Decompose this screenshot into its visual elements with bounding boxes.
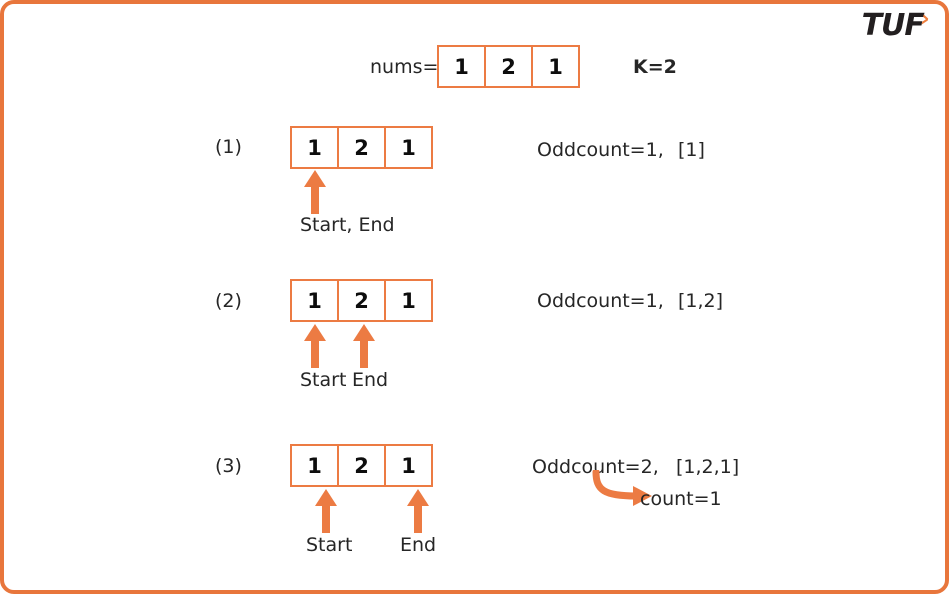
- logo-chevron-icon: ›: [920, 7, 930, 32]
- nums-cell-1: 2: [484, 45, 533, 88]
- arrow-head: [315, 489, 337, 506]
- step-3-pointer-label-1: End: [400, 534, 437, 556]
- step-3-start-arrow-icon: [315, 489, 337, 533]
- step-2-end-arrow-icon: [353, 324, 375, 368]
- step-3-index: (3): [215, 455, 242, 477]
- step-2-pointer-label-0: Start: [300, 369, 347, 391]
- step-3-oddcount: Oddcount=2,: [532, 456, 659, 478]
- step-3-cell-0: 1: [290, 444, 339, 487]
- nums-array: 1 2 1: [437, 45, 580, 88]
- arrow-shaft: [414, 504, 422, 533]
- step-1-index: (1): [215, 136, 242, 158]
- step-1-cell-1: 2: [337, 126, 386, 169]
- step-3-pointer-label-0: Start: [306, 534, 353, 556]
- step-2-cell-1: 2: [337, 279, 386, 322]
- nums-cell-0: 1: [437, 45, 486, 88]
- k-label: K=2: [633, 56, 677, 78]
- step-1-array: 1 2 1: [290, 126, 433, 169]
- step-2-oddcount: Oddcount=1,: [537, 290, 664, 312]
- step-3-curved-arrow-icon: [592, 470, 652, 506]
- nums-cell-2: 1: [531, 45, 580, 88]
- arrow-shaft: [360, 339, 368, 368]
- step-1-cell-2: 1: [384, 126, 433, 169]
- step-2-index: (2): [215, 290, 242, 312]
- step-3-end-arrow-icon: [407, 489, 429, 533]
- step-2-cell-0: 1: [290, 279, 339, 322]
- logo-text: TUF: [861, 8, 925, 43]
- arrow-head: [407, 489, 429, 506]
- step-3-cell-2: 1: [384, 444, 433, 487]
- step-2-cell-2: 1: [384, 279, 433, 322]
- step-2-start-arrow-icon: [304, 324, 326, 368]
- step-3-array: 1 2 1: [290, 444, 433, 487]
- step-3-count: count=1: [640, 488, 722, 510]
- arrow-shaft: [311, 185, 319, 214]
- step-1-cell-0: 1: [290, 126, 339, 169]
- arrow-head: [304, 324, 326, 341]
- step-1-oddcount: Oddcount=1,: [537, 139, 664, 161]
- arrow-shaft: [322, 504, 330, 533]
- arrow-head: [304, 170, 326, 187]
- step-1-pointer-label-0: Start, End: [300, 214, 395, 236]
- step-3-cell-1: 2: [337, 444, 386, 487]
- arrow-shaft: [311, 339, 319, 368]
- step-2-subarray: [1,2]: [678, 290, 724, 312]
- arrow-head: [353, 324, 375, 341]
- step-2-pointer-label-1: End: [352, 369, 389, 391]
- step-3-subarray: [1,2,1]: [676, 456, 740, 478]
- nums-label: nums=: [370, 56, 439, 78]
- step-1-start-end-arrow-icon: [304, 170, 326, 214]
- tuf-logo: TUF ›: [861, 7, 933, 43]
- step-2-array: 1 2 1: [290, 279, 433, 322]
- step-1-subarray: [1]: [678, 139, 705, 161]
